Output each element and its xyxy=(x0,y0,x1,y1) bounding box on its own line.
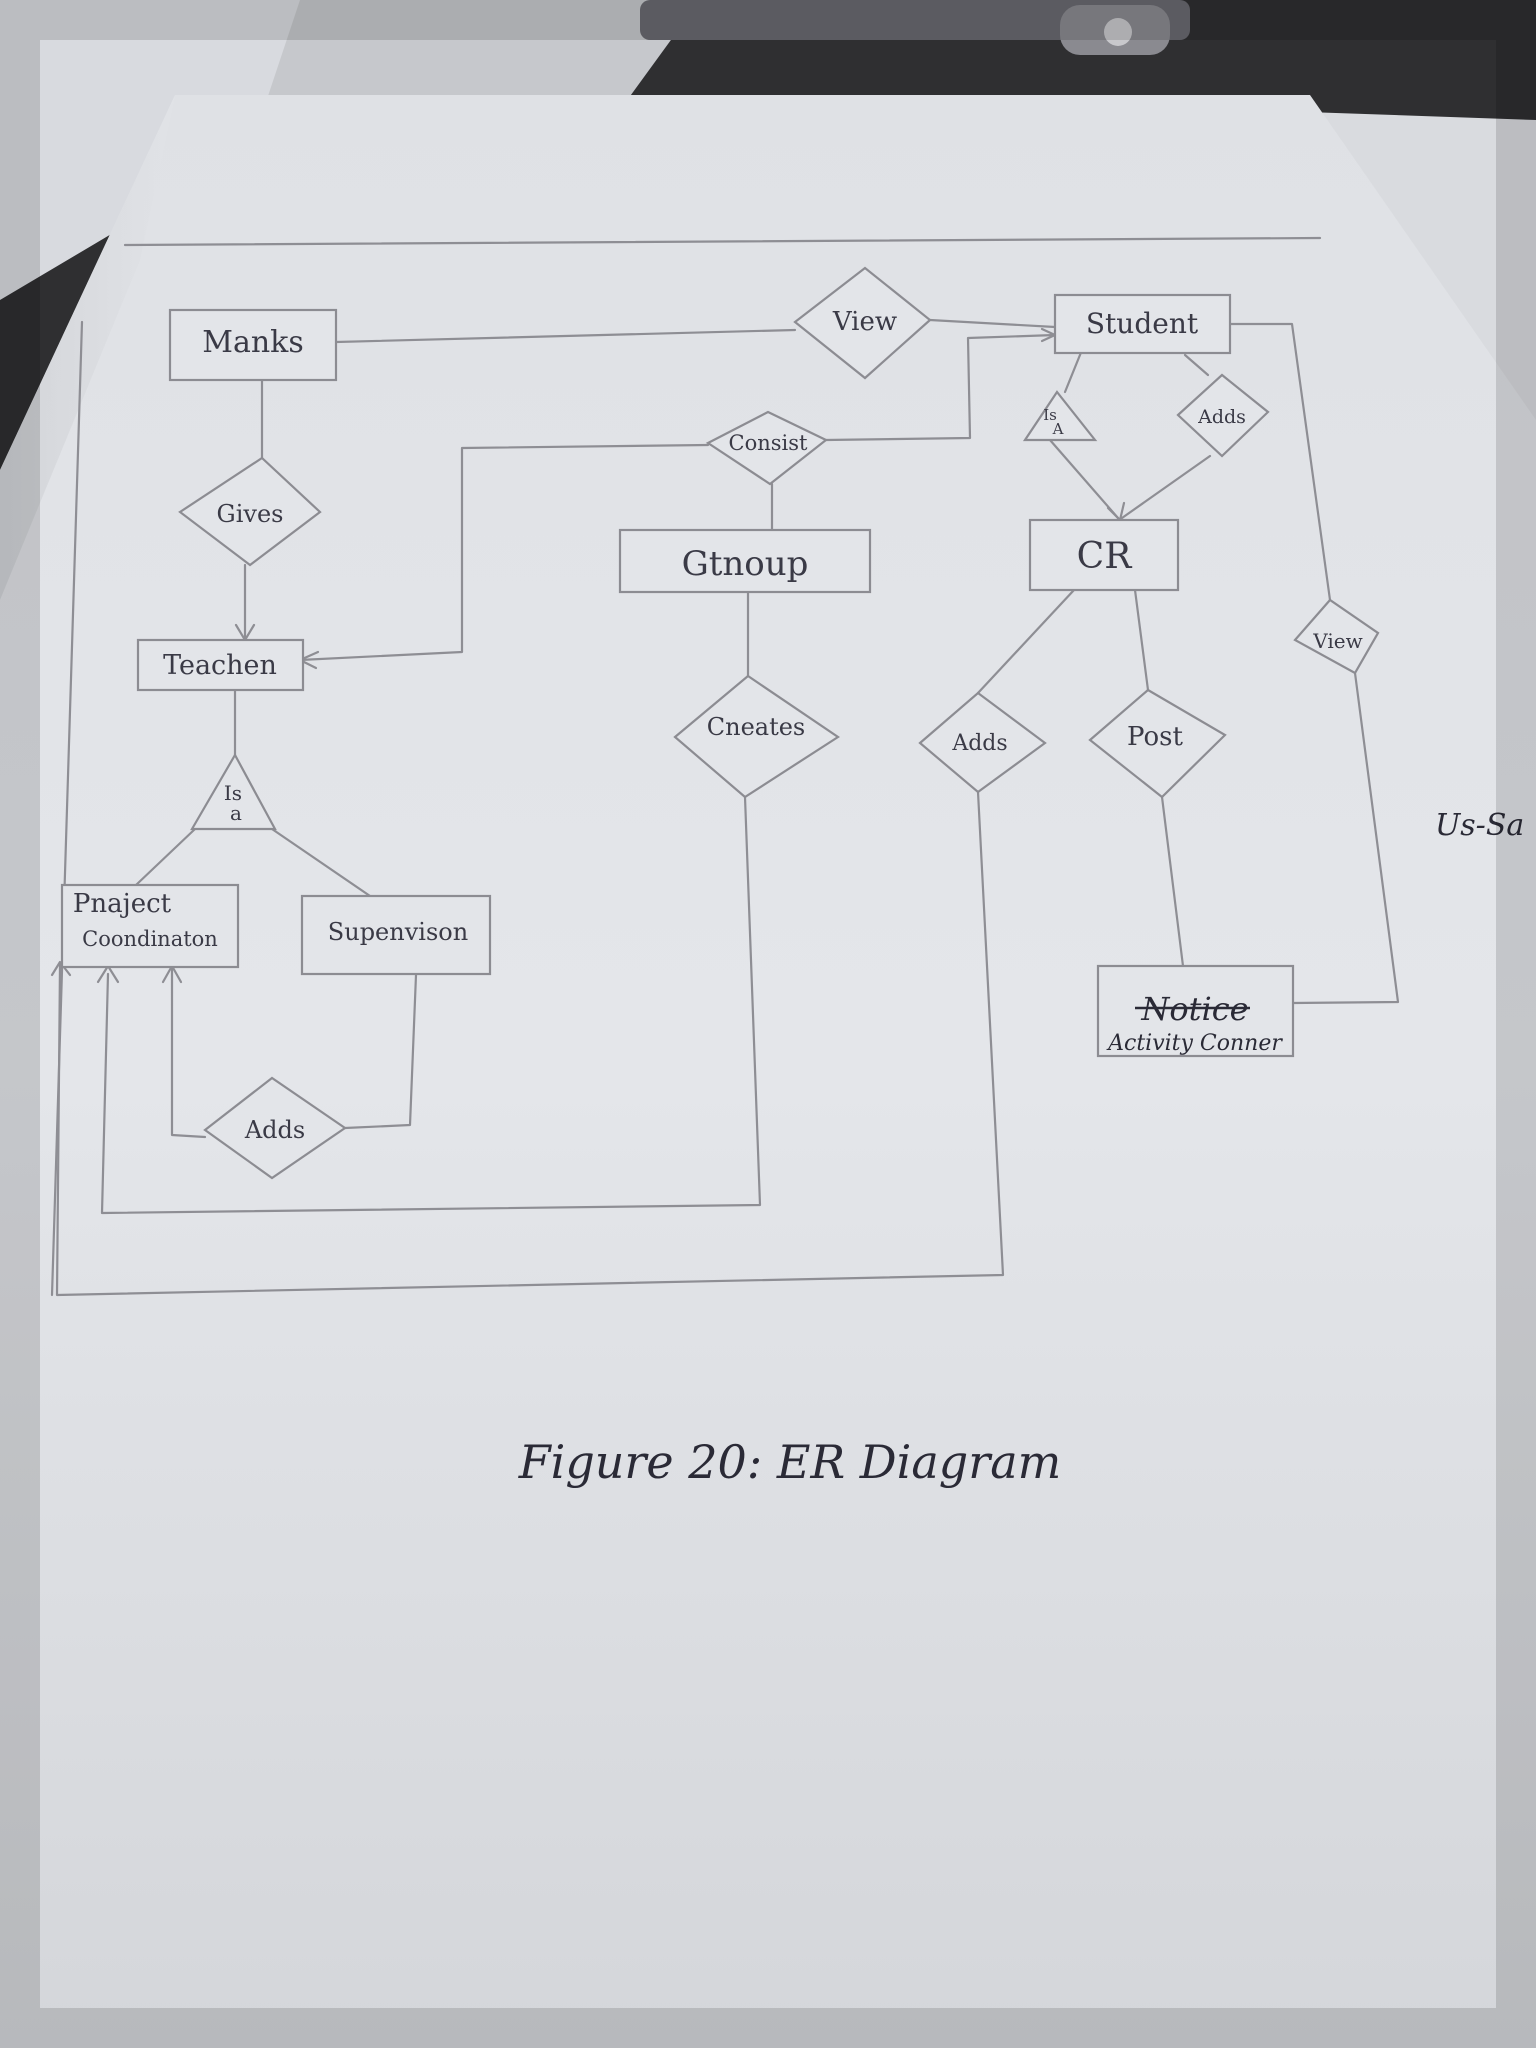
margin-note: Us-Sa xyxy=(1435,808,1524,843)
rel-is-a-student-label-1: Is xyxy=(1043,406,1057,424)
entity-cr: CR xyxy=(1028,518,1180,592)
entity-activity-corner-label: Activity Conner xyxy=(1106,1031,1283,1056)
rel-is-a-teacher-label-1: Is xyxy=(224,781,242,805)
entity-project-coordinator-label-2: Coondinaton xyxy=(82,927,218,951)
rel-is-a-teacher-label-2: a xyxy=(230,801,242,825)
entity-group-label: Gtnoup xyxy=(682,544,809,584)
rel-consist-label: Consist xyxy=(729,431,809,455)
rel-is-a-teacher: Is a xyxy=(190,752,277,831)
entity-cr-label: CR xyxy=(1077,536,1133,577)
rel-adds-pc-label: Adds xyxy=(244,1116,305,1144)
entity-supervisor: Supenvison xyxy=(300,894,492,976)
entity-student-label: Student xyxy=(1086,307,1199,340)
rel-post: Post xyxy=(1088,688,1227,799)
header-rule xyxy=(123,236,1322,247)
rel-view-top: View xyxy=(793,266,932,380)
rel-gives-label: Gives xyxy=(217,500,284,528)
rel-view-right: View xyxy=(1293,598,1380,675)
entity-teacher-label: Teachen xyxy=(163,650,277,681)
entity-supervisor-label: Supenvison xyxy=(328,918,468,946)
entity-student: Student xyxy=(1053,293,1232,355)
rel-adds-student: Adds xyxy=(1176,373,1270,458)
rel-creates-label: Cneates xyxy=(707,713,806,741)
rel-is-a-student-label-2: A xyxy=(1052,420,1064,438)
entity-activity-corner: Notice Activity Conner xyxy=(1096,964,1295,1058)
entity-marks-label: Manks xyxy=(202,325,304,360)
rel-view-top-label: View xyxy=(832,307,897,337)
rel-creates: Cneates xyxy=(673,674,840,799)
entity-project-coordinator-label-1: Pnaject xyxy=(73,889,172,919)
entity-group: Gtnoup xyxy=(618,528,872,594)
paper-sheet xyxy=(0,95,1536,2048)
rel-consist: Consist xyxy=(705,410,829,486)
rel-adds-cr-label: Adds xyxy=(951,731,1007,756)
rel-view-right-label: View xyxy=(1312,629,1362,653)
paper-fold-shadow xyxy=(0,95,175,600)
figure-caption: Figure 20: ER Diagram xyxy=(518,1435,1062,1489)
entity-marks: Manks xyxy=(168,308,338,382)
entity-teacher: Teachen xyxy=(136,638,305,692)
rel-adds-cr: Adds xyxy=(918,691,1047,794)
rel-post-label: Post xyxy=(1127,722,1183,752)
rel-adds-student-label: Adds xyxy=(1197,406,1246,428)
margin-line xyxy=(50,320,84,1297)
rel-gives: Gives xyxy=(178,456,322,567)
rel-adds-pc: Adds xyxy=(203,1076,347,1180)
rel-is-a-student: Is A xyxy=(1022,390,1098,442)
entity-project-coordinator: Pnaject Coondinaton xyxy=(60,883,240,969)
clipboard-clip xyxy=(640,0,1190,55)
connector-lines xyxy=(50,318,1400,1297)
